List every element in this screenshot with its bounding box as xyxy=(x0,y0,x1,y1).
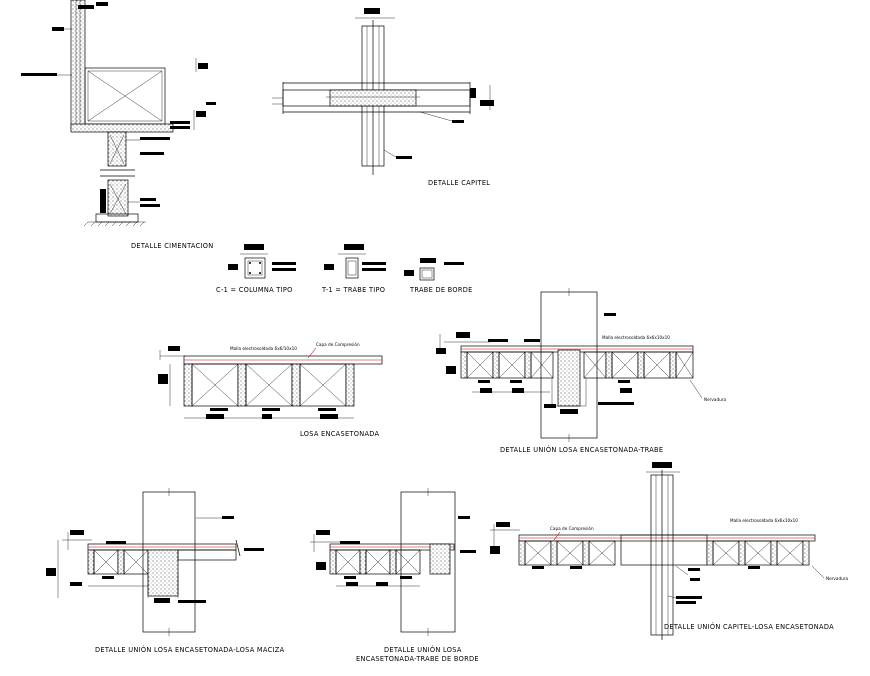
detail-union-borde xyxy=(310,488,476,636)
note-losa-capa: Capa de Compresión xyxy=(316,342,360,347)
caption-trabe: T-1 = TRABE TIPO xyxy=(321,286,385,294)
note-trabe-nervadura: Nervadura xyxy=(704,397,727,402)
note-losa-malla: Malla electrosoldada 6x6/10x10 xyxy=(230,346,297,351)
section-trabe xyxy=(324,244,386,279)
note-capitel-capa: Capa de Compresión xyxy=(550,526,594,531)
title-union-borde-1: DETALLE UNIÓN LOSA xyxy=(384,645,462,654)
trabe-casetones xyxy=(460,349,694,407)
note-trabe-malla: Malla electrosoldada 6x6x10x10 xyxy=(602,335,670,340)
caption-trabe-borde: TRABE DE BORDE xyxy=(409,286,473,294)
capitel-casetones xyxy=(518,534,810,566)
note-capitel-nervadura: Nervadura xyxy=(826,576,849,581)
detail-cimentacion xyxy=(21,0,208,227)
borde-casetones xyxy=(329,543,451,575)
title-losa: LOSA ENCASETONADA xyxy=(300,430,380,438)
detail-union-maciza xyxy=(46,488,264,636)
maciza-casetones xyxy=(87,549,237,597)
detail-union-capitel: Capa de Compresión Malla electrosoldada … xyxy=(490,462,849,640)
section-columna xyxy=(228,244,296,279)
caption-columna: C-1 = COLUMNA TIPO xyxy=(216,286,293,294)
detail-union-trabe: Malla electrosoldada 6x6x10x10 xyxy=(436,288,727,442)
note-capitel-malla: Malla electrosoldada 6x6x10x10 xyxy=(730,518,798,523)
detail-losa-encasetonada: Malla electrosoldada 6x6/10x10 Capa de C… xyxy=(158,342,383,419)
title-union-capitel: DETALLE UNIÓN CAPITEL-LOSA ENCASETONADA xyxy=(664,622,834,631)
title-union-borde-2: ENCASETONADA-TRABE DE BORDE xyxy=(356,655,479,663)
title-capitel: DETALLE CAPITEL xyxy=(428,179,490,187)
section-trabe-borde xyxy=(404,258,464,281)
losa-casetones xyxy=(183,363,355,407)
detail-capitel xyxy=(206,8,494,175)
title-union-trabe: DETALLE UNIÓN LOSA ENCASETONADA-TRABE xyxy=(500,445,663,454)
title-cimentacion: DETALLE CIMENTACION xyxy=(131,242,214,250)
title-union-maciza: DETALLE UNIÓN LOSA ENCASETONADA-LOSA MAC… xyxy=(95,645,285,654)
